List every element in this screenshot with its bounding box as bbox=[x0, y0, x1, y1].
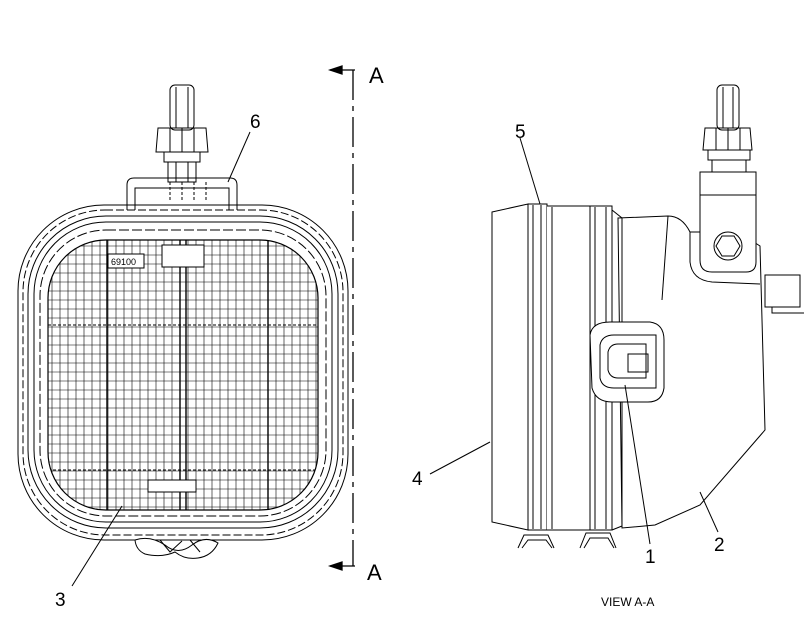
callout-6: 6 bbox=[250, 112, 261, 133]
bottom-clip bbox=[134, 537, 219, 559]
callout-4: 4 bbox=[412, 469, 423, 490]
callout-5: 5 bbox=[515, 122, 526, 143]
section-line bbox=[327, 65, 355, 571]
view-caption: VIEW A-A bbox=[601, 595, 654, 609]
stud-front bbox=[155, 84, 209, 183]
retaining-clip bbox=[589, 321, 665, 403]
rear-housing bbox=[617, 215, 804, 529]
leader-lines bbox=[71, 131, 719, 587]
stud-side bbox=[702, 84, 753, 173]
front-view bbox=[17, 84, 349, 559]
mounting-bracket bbox=[126, 177, 238, 210]
lens-grid bbox=[48, 240, 318, 510]
callout-3: 3 bbox=[55, 590, 66, 611]
section-label-top: A bbox=[369, 63, 384, 88]
callout-1: 1 bbox=[645, 547, 656, 568]
housing-rings bbox=[17, 204, 349, 541]
lens-badge-text: 69100 bbox=[111, 257, 136, 267]
bracket-side bbox=[699, 171, 757, 273]
lens-badge bbox=[107, 253, 145, 269]
bottom-clips-side bbox=[517, 532, 617, 549]
callout-2: 2 bbox=[714, 535, 725, 556]
front-lens-side bbox=[491, 203, 548, 531]
section-label-bottom: A bbox=[367, 560, 382, 585]
side-view bbox=[491, 84, 804, 549]
